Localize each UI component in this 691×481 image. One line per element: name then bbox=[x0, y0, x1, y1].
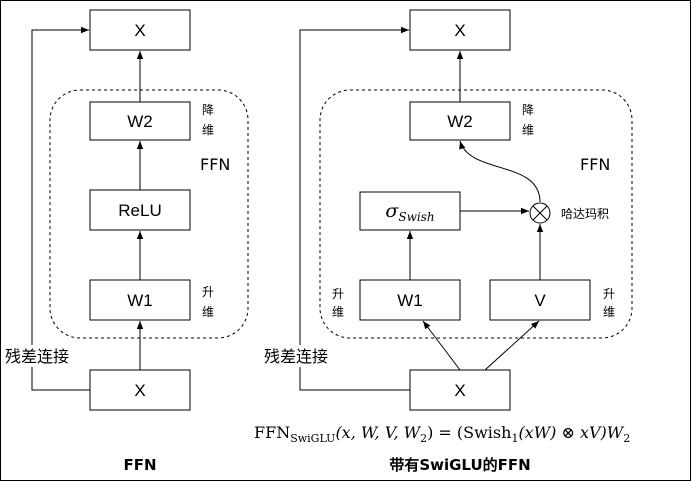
swish-box bbox=[359, 191, 461, 231]
down-proj-label-right-2: 维 bbox=[522, 123, 534, 137]
x-bottom-label-right: X bbox=[454, 381, 465, 400]
ffn-right-panel: FFN X W2 σSwish W1 V X 哈达玛积 bbox=[262, 9, 633, 474]
residual-label-right: 残差连接 bbox=[264, 347, 328, 366]
residual-label-bg-left bbox=[4, 345, 116, 367]
w2-label-right: W2 bbox=[447, 112, 473, 131]
formula-rhs-sub: 2 bbox=[623, 432, 630, 445]
formula-lhs: FFN bbox=[254, 423, 290, 442]
arrow-x-to-w1-right bbox=[422, 320, 461, 371]
ffn-group-label-right: FFN bbox=[580, 155, 610, 174]
title-right: 带有SwiGLU的FFN bbox=[389, 456, 530, 474]
x-bottom-label-left: X bbox=[134, 381, 145, 400]
up-proj-label-left-2: 维 bbox=[202, 305, 214, 319]
up-proj-label-right-left-2: 维 bbox=[332, 305, 344, 319]
ffn-group-left bbox=[49, 89, 249, 339]
down-proj-label-right-1: 降 bbox=[522, 103, 534, 117]
ffn-left-panel: FFN X W2 ReLU W1 X 残差连接 降 维 升 维 FFN bbox=[4, 9, 249, 474]
hadamard-operator-icon bbox=[529, 202, 551, 224]
w1-box-left bbox=[89, 279, 191, 321]
arrow-hadamard-to-w2 bbox=[459, 140, 541, 203]
formula-swish-sub: 1 bbox=[511, 432, 518, 445]
formula-lhs-args: (x, W, V, W bbox=[335, 423, 421, 442]
x-top-box-left bbox=[89, 9, 191, 51]
w2-label-left: W2 bbox=[127, 112, 153, 131]
residual-label-bg-right bbox=[262, 345, 366, 367]
relu-box bbox=[89, 189, 191, 231]
x-top-label-left: X bbox=[134, 21, 145, 40]
sigma-symbol: σ bbox=[385, 200, 399, 222]
w2-box-left bbox=[89, 101, 191, 141]
ffn-group-label-left: FFN bbox=[200, 155, 230, 174]
residual-path-right bbox=[299, 26, 410, 391]
residual-label-left: 残差连接 bbox=[5, 347, 69, 366]
formula-equals: ) = (Swish bbox=[427, 423, 511, 442]
w1-label-right: W1 bbox=[397, 291, 423, 310]
title-left: FFN bbox=[123, 456, 156, 474]
down-proj-label-left-2: 维 bbox=[202, 123, 214, 137]
ffn-group-right bbox=[319, 89, 633, 339]
residual-path-left bbox=[31, 26, 90, 391]
v-label: V bbox=[534, 291, 546, 310]
w1-box-right bbox=[359, 279, 461, 321]
up-proj-label-right-left-1: 升 bbox=[332, 287, 344, 301]
formula-rhs: (xW) ⊗ xV)W bbox=[518, 423, 624, 442]
x-top-label-right: X bbox=[454, 21, 465, 40]
up-proj-label-right-right-2: 维 bbox=[603, 305, 615, 319]
up-proj-label-right-right-1: 升 bbox=[603, 287, 615, 301]
up-proj-label-left-1: 升 bbox=[202, 285, 214, 299]
swish-label: σSwish bbox=[385, 200, 434, 224]
x-bottom-box-right bbox=[409, 369, 511, 411]
down-proj-label-left-1: 降 bbox=[202, 103, 214, 117]
sigma-subscript: Swish bbox=[398, 210, 434, 224]
v-box bbox=[489, 279, 591, 321]
w1-label-left: W1 bbox=[127, 291, 153, 310]
arrow-x-to-v bbox=[484, 320, 540, 371]
formula-lhs-sub: SwiGLU bbox=[290, 432, 335, 445]
hadamard-label: 哈达玛积 bbox=[561, 207, 609, 221]
relu-label: ReLU bbox=[118, 201, 161, 220]
x-top-box-right bbox=[409, 9, 511, 51]
formula-lhs-args-sub: 2 bbox=[420, 432, 427, 445]
swiglu-formula: FFNSwiGLU(x, W, V, W2) = (Swish1(xW) ⊗ x… bbox=[254, 423, 630, 445]
